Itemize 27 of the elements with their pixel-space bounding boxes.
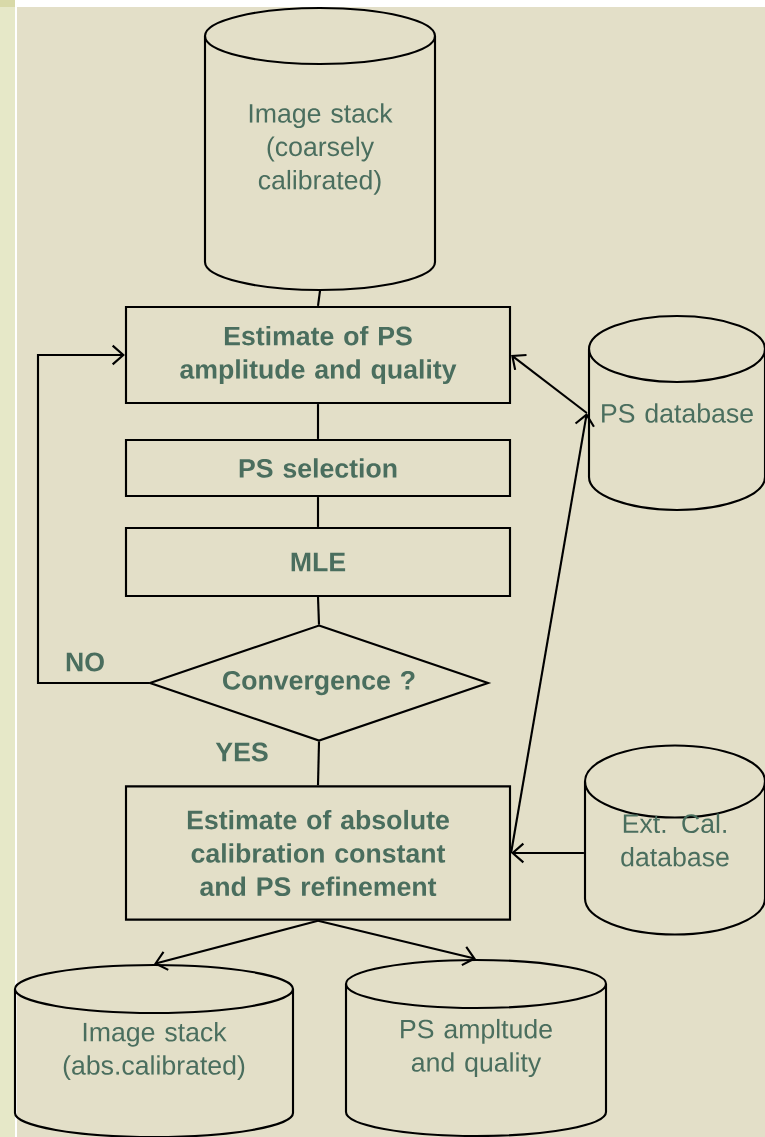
database-cylinder: PS database <box>587 314 765 512</box>
node-label: PS database <box>602 403 753 423</box>
edge-label: YES <box>214 741 270 763</box>
process-box: PS selection <box>124 438 512 498</box>
connector-line <box>316 741 321 786</box>
node-label: Image stack (coarsely calibrated) <box>249 103 393 195</box>
connector-line <box>511 354 588 414</box>
connector-line <box>316 597 321 625</box>
process-box: Estimate of absolute calibration constant and PS refinement <box>124 785 512 921</box>
process-box: Estimate of PS amplitude and quality <box>124 305 512 405</box>
connector-line <box>510 413 595 854</box>
connector-line <box>36 344 150 685</box>
connector-line <box>511 842 584 864</box>
edge-label: NO <box>63 651 107 673</box>
connector-line <box>154 919 319 971</box>
node-label: database <box>621 846 729 867</box>
connector-line <box>316 404 320 439</box>
connector-line <box>316 497 320 527</box>
database-cylinder: Image stack (abs.calibrated) <box>13 963 295 1137</box>
database-cylinder: PS ampltude and quality <box>344 958 608 1137</box>
process-box: MLE <box>124 526 512 598</box>
connector-line <box>316 290 322 307</box>
connector-line <box>317 919 476 967</box>
node-label: Image stack (abs.calibrated) <box>63 1021 245 1081</box>
node-label: PS ampltude and quality <box>401 1018 552 1078</box>
database-cylinder: Ext. Cal. database <box>583 744 765 936</box>
database-cylinder: Image stack (coarsely calibrated) <box>203 6 437 292</box>
